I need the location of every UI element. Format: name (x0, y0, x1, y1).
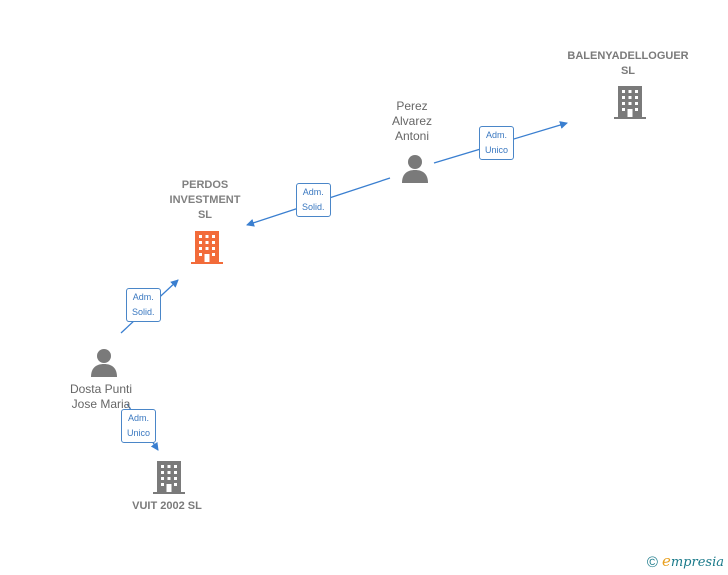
node-label-vuit[interactable]: VUIT 2002 SL (132, 500, 202, 512)
node-label-dosta[interactable]: Dosta Punti Jose Maria (69, 382, 133, 411)
building-icon[interactable] (190, 229, 224, 265)
edge-label-perez-perdos[interactable]: Adm. Solid. (296, 183, 331, 217)
edge-label-perez-balenya[interactable]: Adm. Unico (479, 126, 515, 160)
node-label-balenyadelloguer[interactable]: BALENYADELLOGUER SL (567, 50, 689, 77)
building-icon[interactable] (613, 84, 647, 120)
brand-name: mpresia (670, 555, 724, 570)
node-label-perez[interactable]: Perez Alvarez Antoni (391, 99, 432, 143)
edge-label-dosta-perdos[interactable]: Adm. Solid. (126, 288, 161, 322)
person-icon[interactable] (401, 154, 429, 184)
brand-initial: e (661, 552, 671, 570)
empresia-logo[interactable]: ©empresia (647, 552, 724, 571)
edge-label-dosta-vuit[interactable]: Adm. Unico (121, 409, 157, 443)
node-label-perdos[interactable]: PERDOS INVESTMENT SL (169, 179, 241, 221)
person-icon[interactable] (90, 348, 118, 378)
building-icon[interactable] (152, 459, 186, 495)
copyright-icon: © (646, 554, 658, 571)
